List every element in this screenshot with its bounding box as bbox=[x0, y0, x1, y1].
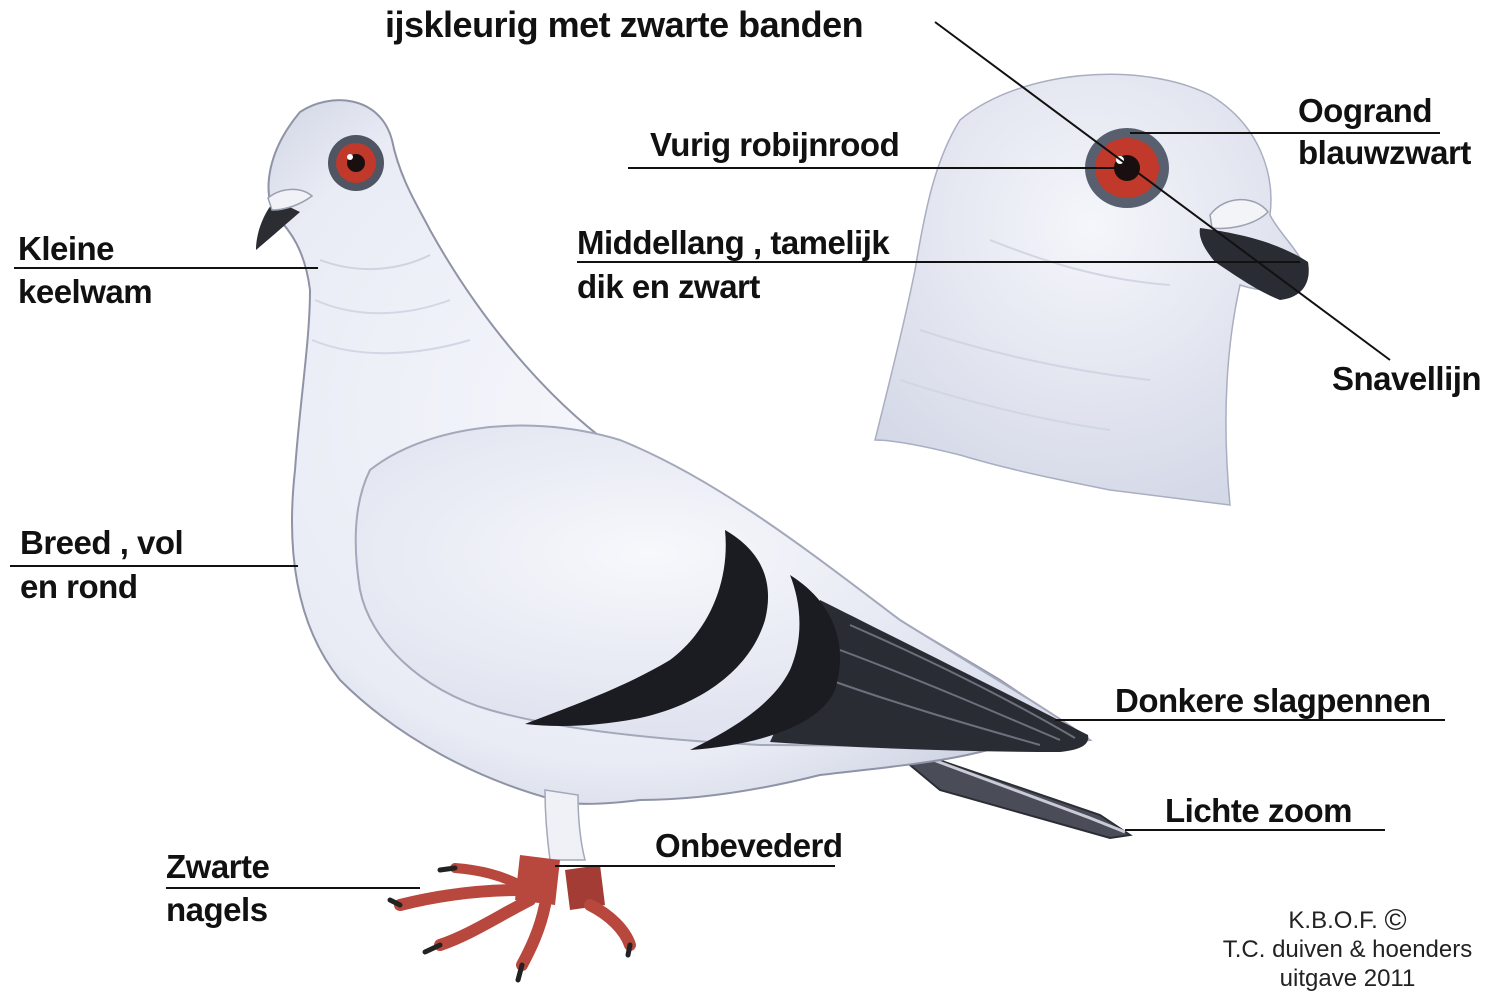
label-eye-rim-line1: Oogrand bbox=[1298, 90, 1432, 132]
credit-line-1: K.B.O.F. © bbox=[1215, 906, 1480, 935]
label-nails-line2: nagels bbox=[166, 889, 268, 931]
label-nails-line1: Zwarte bbox=[166, 846, 269, 888]
credit-line-3: uitgave 2011 bbox=[1215, 964, 1480, 993]
label-ice-color-bars: ijskleurig met zwarte banden bbox=[385, 4, 863, 46]
label-throat-line2: keelwam bbox=[18, 271, 152, 313]
label-eye-rim-line2: blauwzwart bbox=[1298, 132, 1471, 174]
label-beak-line: Snavellijn bbox=[1332, 358, 1481, 400]
label-legs: Onbevederd bbox=[655, 825, 843, 867]
copyright-icon: © bbox=[1384, 904, 1406, 937]
credit-org: K.B.O.F. bbox=[1288, 907, 1377, 934]
credit-line-2: T.C. duiven & hoenders bbox=[1215, 935, 1480, 964]
label-tail-edge: Lichte zoom bbox=[1165, 790, 1352, 832]
label-beak-line2: dik en zwart bbox=[577, 266, 760, 308]
label-throat-line1: Kleine bbox=[18, 228, 114, 270]
label-beak-line1: Middellang , tamelijk bbox=[577, 222, 889, 264]
label-flight-feathers: Donkere slagpennen bbox=[1115, 680, 1431, 722]
label-breast-line2: en rond bbox=[20, 566, 138, 608]
credit-block: K.B.O.F. © T.C. duiven & hoenders uitgav… bbox=[1215, 906, 1480, 993]
label-eye-color: Vurig robijnrood bbox=[650, 124, 899, 166]
label-breast-line1: Breed , vol bbox=[20, 522, 183, 564]
